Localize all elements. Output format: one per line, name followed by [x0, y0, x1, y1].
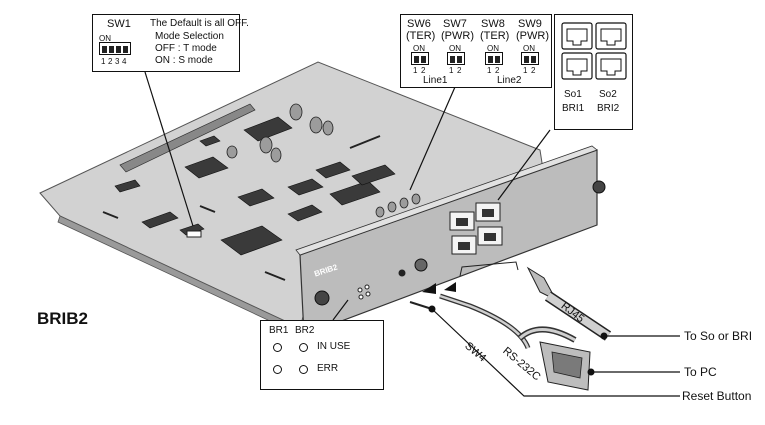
- sw1-pin-3: 3: [115, 57, 120, 66]
- reset-hole: [398, 269, 406, 277]
- sw8-label: SW8: [481, 18, 505, 30]
- panel-screw-right: [592, 180, 606, 194]
- sw1-pin-2: 2: [108, 57, 113, 66]
- sw8-pin-1: 1: [487, 66, 492, 75]
- sw8-pin-2: 2: [495, 66, 500, 75]
- sw6-dip: [411, 52, 429, 65]
- sw7-pin-1: 1: [449, 66, 454, 75]
- sw7-pin-2: 2: [457, 66, 462, 75]
- default-note: The Default is all OFF.: [150, 18, 249, 29]
- sw7-on: ON: [449, 44, 461, 53]
- sw6-pin-2: 2: [421, 66, 426, 75]
- sw9-type: (PWR): [516, 30, 549, 42]
- sw9-on: ON: [523, 44, 535, 53]
- sw7-dip: [447, 52, 465, 65]
- panel-screw-left: [314, 290, 330, 306]
- so2-label: So2: [599, 89, 617, 100]
- to-so-bri-label: To So or BRI: [684, 329, 753, 343]
- in-use-label: IN USE: [317, 341, 351, 352]
- sw6-pin-1: 1: [413, 66, 418, 75]
- sw9-dip: [521, 52, 539, 65]
- sw1-pin-1: 1: [101, 57, 106, 66]
- diagram-title: BRIB2: [37, 309, 89, 328]
- br2-inuse-led-icon: [299, 343, 308, 352]
- sw8-dip: [485, 52, 503, 65]
- sw9-pin-2: 2: [531, 66, 536, 75]
- bri1-label: BRI1: [562, 103, 585, 114]
- bri2-label: BRI2: [597, 103, 620, 114]
- line1-label: Line1: [423, 75, 448, 86]
- front-panel-top: [295, 145, 598, 256]
- sw8-type: (TER): [480, 30, 510, 42]
- sw8-on: ON: [487, 44, 499, 53]
- sw6-on: ON: [413, 44, 425, 53]
- sw6-label: SW6: [407, 18, 431, 30]
- on-mode: ON : S mode: [155, 55, 213, 66]
- mode-heading: Mode Selection: [155, 31, 224, 42]
- sw1-label: SW1: [107, 18, 131, 30]
- so1-label: So1: [564, 89, 582, 100]
- br1-err-led-icon: [273, 365, 282, 374]
- sw4-pin: [409, 301, 433, 310]
- sw1-pin-4: 4: [122, 57, 127, 66]
- serial-jack: [414, 258, 428, 272]
- ports-callout-box: So1 So2 BRI1 BRI2: [554, 14, 633, 130]
- sw1-on-label: ON: [99, 34, 111, 43]
- off-mode: OFF : T mode: [155, 43, 217, 54]
- br1-inuse-led-icon: [273, 343, 282, 352]
- br2-label: BR2: [295, 325, 315, 336]
- sw6-sw9-callout-box: SW6 (TER) SW7 (PWR) SW8 (TER) SW9 (PWR) …: [400, 14, 552, 88]
- sw1-callout-box: SW1 The Default is all OFF. Mode Selecti…: [92, 14, 249, 72]
- board-components: [114, 116, 396, 256]
- sw6-type: (TER): [406, 30, 436, 42]
- sw7-label: SW7: [443, 18, 467, 30]
- sw9-label: SW9: [518, 18, 542, 30]
- sw1-dip-switch: [99, 42, 131, 55]
- line2-label: Line2: [497, 75, 522, 86]
- audio-cable: [439, 293, 531, 350]
- led-callout-box: BR1 BR2 IN USE ERR: [260, 320, 384, 390]
- rj-port-grid: [561, 22, 627, 80]
- sw7-type: (PWR): [441, 30, 474, 42]
- edge-connector: [119, 103, 256, 173]
- br1-label: BR1: [269, 325, 289, 336]
- br2-err-led-icon: [299, 365, 308, 374]
- reset-button-label: Reset Button: [682, 389, 752, 403]
- err-label: ERR: [317, 363, 339, 374]
- to-pc-label: To PC: [684, 365, 717, 379]
- sw9-pin-1: 1: [523, 66, 528, 75]
